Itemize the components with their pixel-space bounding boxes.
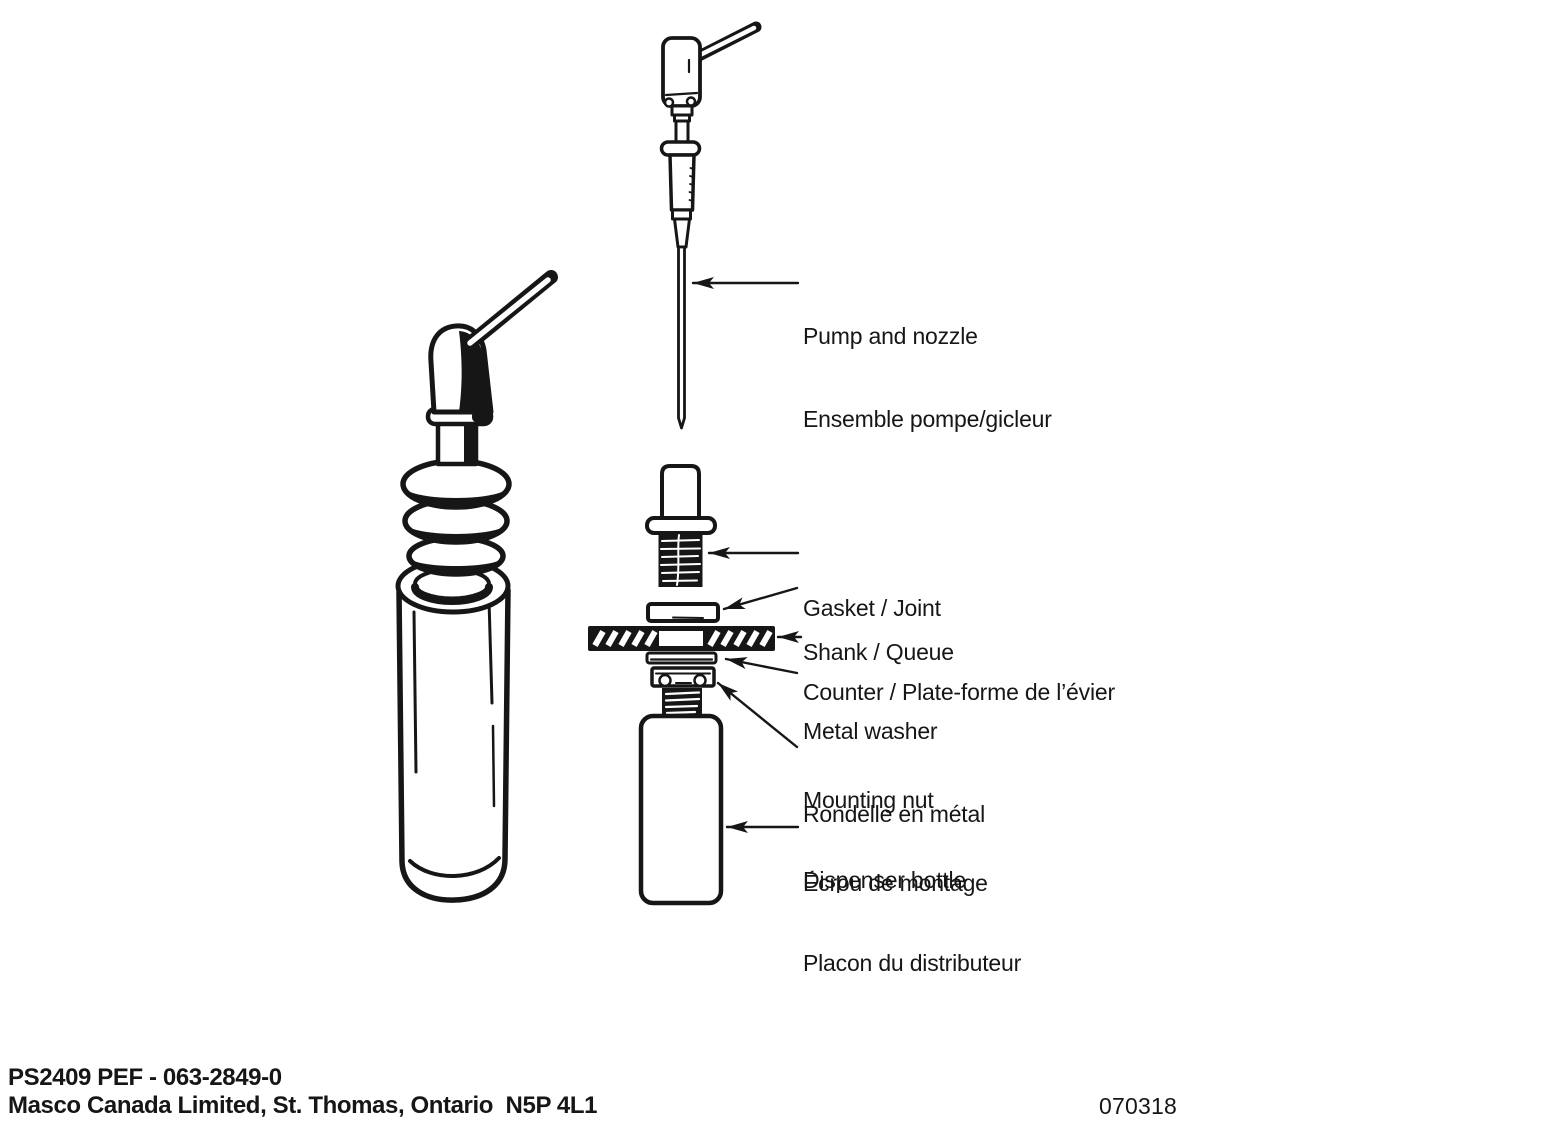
- shank-washer-drawing: [646, 602, 720, 623]
- mounting-nut-drawing: [650, 666, 716, 688]
- callout-arrows: [691, 277, 803, 833]
- mounting-nut-arrow: [716, 681, 799, 749]
- callout-line-en: Counter / Plate-forme de l’évier: [803, 679, 1115, 705]
- callout-line-fr: Ensemble pompe/gicleur: [803, 405, 1052, 432]
- callout-line-fr: Écrou de montage: [803, 869, 988, 896]
- callout-counter: Counter / Plate-forme de l’évier: [803, 624, 1115, 762]
- metal-washer-drawing: [645, 651, 718, 665]
- assembled-dispenser-drawing: [395, 270, 558, 903]
- callout-line-en: Metal washer: [803, 718, 938, 744]
- footer-date-code: 070318: [1099, 1093, 1177, 1119]
- callout-gasket: Gasket / Joint: [803, 540, 941, 678]
- callout-dispenser-bottle: Dispenser bottle Placon du distributeur: [803, 812, 1021, 1032]
- callout-mounting-nut: Mounting nut Écrou de montage: [803, 732, 988, 952]
- callout-line-en: Pump and nozzle: [803, 323, 978, 349]
- callout-line-en: Gasket / Joint: [803, 595, 941, 621]
- shank-and-gasket-drawing: [645, 464, 717, 587]
- footer-manufacturer: Masco Canada Limited, St. Thomas, Ontari…: [8, 1092, 598, 1119]
- callout-pump-and-nozzle: Pump and nozzle Ensemble pompe/gicleur: [803, 268, 1052, 488]
- callout-shank: Shank / Queue: [803, 584, 954, 722]
- pump-and-nozzle-drawing: [659, 21, 762, 430]
- shank-arrow: [722, 586, 799, 611]
- metal-washer-arrow: [724, 657, 799, 675]
- callout-line-en: Shank / Queue: [803, 639, 954, 665]
- callout-line-fr: Rondelle en métal: [803, 800, 985, 827]
- callout-line-en: Dispenser bottle: [803, 867, 966, 893]
- footer-model-number: PS2409 PEF - 063-2849-0: [8, 1064, 282, 1091]
- callout-metal-washer: Metal washer Rondelle en métal: [803, 663, 985, 883]
- callout-line-fr: Placon du distributeur: [803, 949, 1022, 976]
- callout-line-en: Mounting nut: [803, 787, 934, 813]
- dispenser-bottle-drawing: [638, 688, 724, 906]
- counter-drawing: [588, 626, 775, 651]
